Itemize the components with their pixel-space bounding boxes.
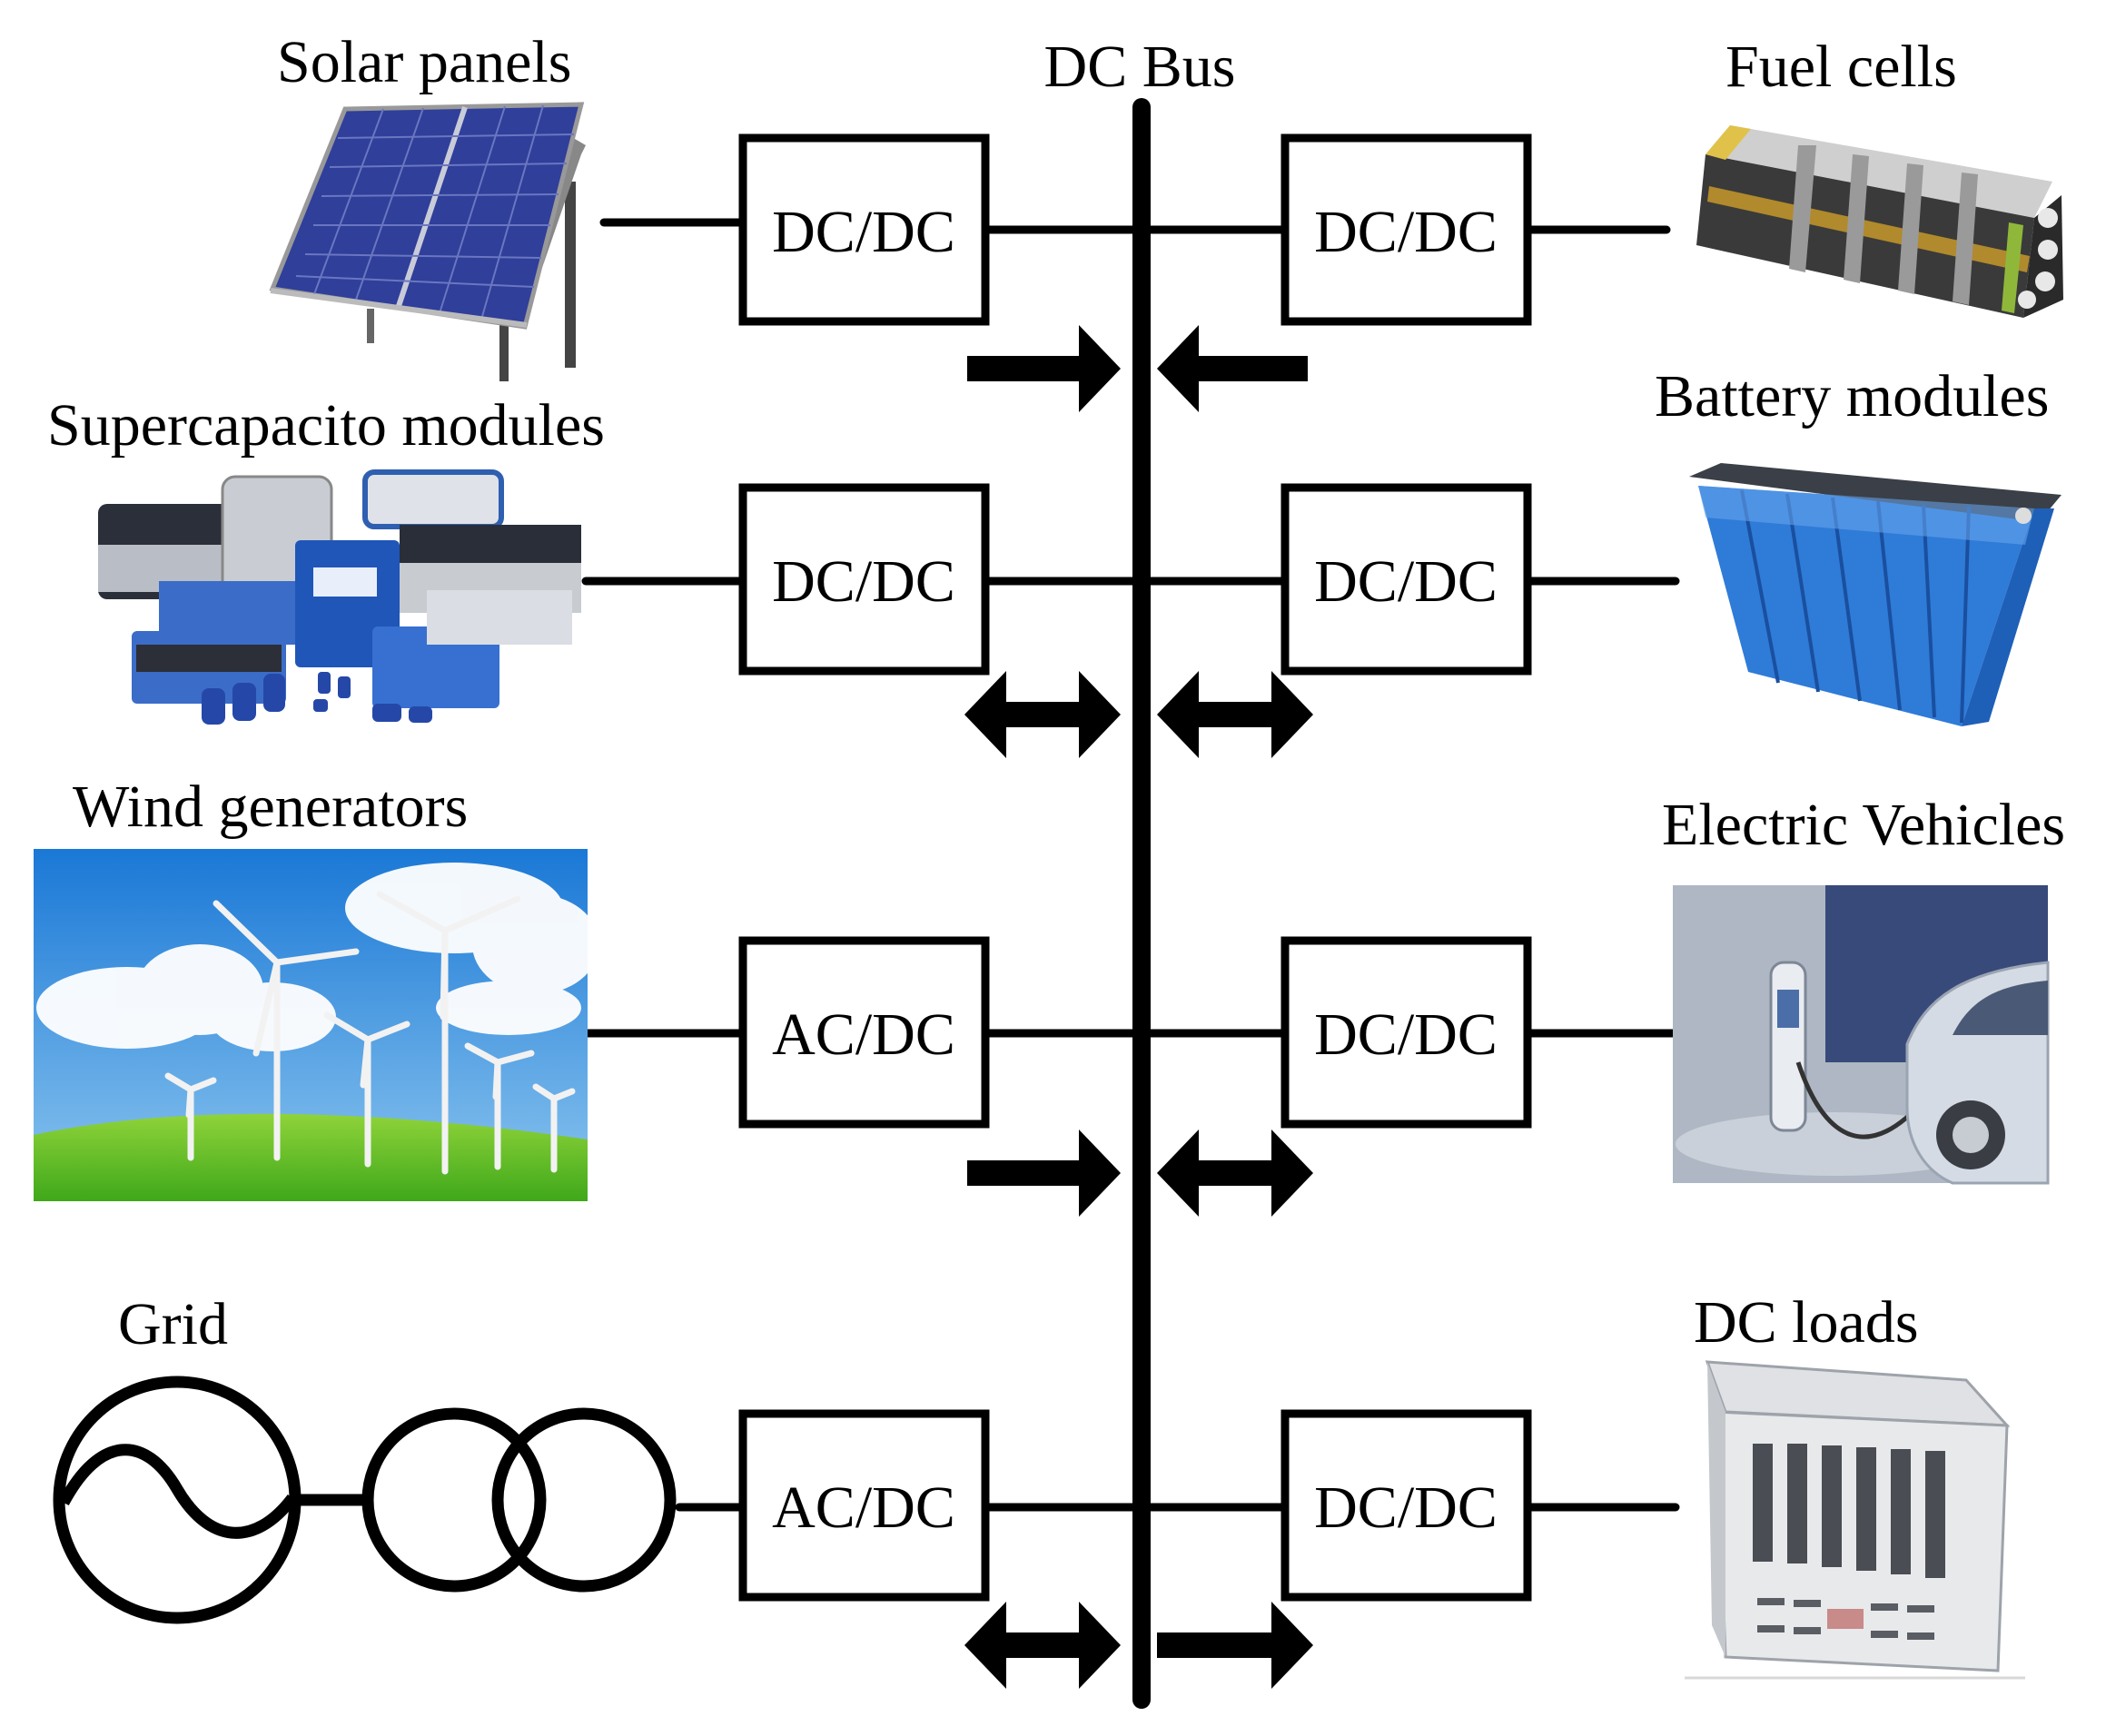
converter-wind-label: AC/DC [772, 1001, 955, 1068]
label-supercapacitor-modules: Supercapacito modules [47, 392, 605, 459]
label-dc-loads: DC loads [1694, 1289, 1919, 1356]
arrow-solar-to-bus-icon [967, 325, 1121, 412]
arrow-fuel-to-bus-icon [1157, 325, 1308, 412]
arrow-battery-bidirectional-icon [1157, 671, 1313, 758]
converter-loads-label: DC/DC [1314, 1475, 1498, 1541]
dc-bus-label: DC Bus [1044, 34, 1236, 100]
label-solar-panels: Solar panels [277, 29, 571, 95]
converter-grid: AC/DC [738, 1409, 990, 1602]
arrow-ev-bidirectional-icon [1157, 1129, 1313, 1217]
converter-battery: DC/DC [1280, 483, 1532, 676]
fuel-cell-stack-image [1696, 125, 2063, 318]
dc-load-enclosure-image [1685, 1360, 2025, 1680]
converter-ev: DC/DC [1280, 936, 1532, 1129]
transformer-coil-1-icon [361, 1407, 547, 1593]
converter-ev-label: DC/DC [1314, 1001, 1498, 1068]
label-fuel-cells: Fuel cells [1725, 34, 1957, 100]
arrow-grid-bidirectional-icon [964, 1602, 1121, 1689]
converter-fuel-label: DC/DC [1314, 199, 1498, 265]
connection-wires [581, 218, 1680, 1512]
battery-module-image [1689, 463, 2062, 726]
converter-battery-label: DC/DC [1314, 548, 1498, 615]
generator-transformer-symbol [53, 1376, 677, 1624]
arrow-bus-to-loads-icon [1157, 1602, 1313, 1689]
sine-wave-icon [58, 1444, 298, 1539]
ev-charging-image [1673, 885, 2050, 1185]
solar-panel-image [269, 102, 586, 381]
label-wind-generators: Wind generators [73, 774, 468, 840]
converter-fuel: DC/DC [1280, 133, 1532, 326]
converter-loads: DC/DC [1280, 1409, 1532, 1602]
label-battery-modules: Battery modules [1655, 363, 2049, 429]
converter-solar: DC/DC [738, 133, 990, 326]
converter-grid-label: AC/DC [772, 1475, 955, 1541]
supercapacitor-modules-image [98, 469, 581, 725]
converter-wind: AC/DC [738, 936, 990, 1129]
wind-turbines-image [34, 849, 599, 1201]
transformer-coil-2-icon [491, 1407, 677, 1593]
label-electric-vehicles: Electric Vehicles [1662, 792, 2065, 858]
arrow-wind-to-bus-icon [967, 1129, 1121, 1217]
label-grid: Grid [118, 1291, 228, 1357]
converter-solar-label: DC/DC [772, 199, 955, 265]
converter-supercap-label: DC/DC [772, 548, 955, 615]
arrow-supercap-bidirectional-icon [964, 671, 1121, 758]
converter-supercap: DC/DC [738, 483, 990, 676]
